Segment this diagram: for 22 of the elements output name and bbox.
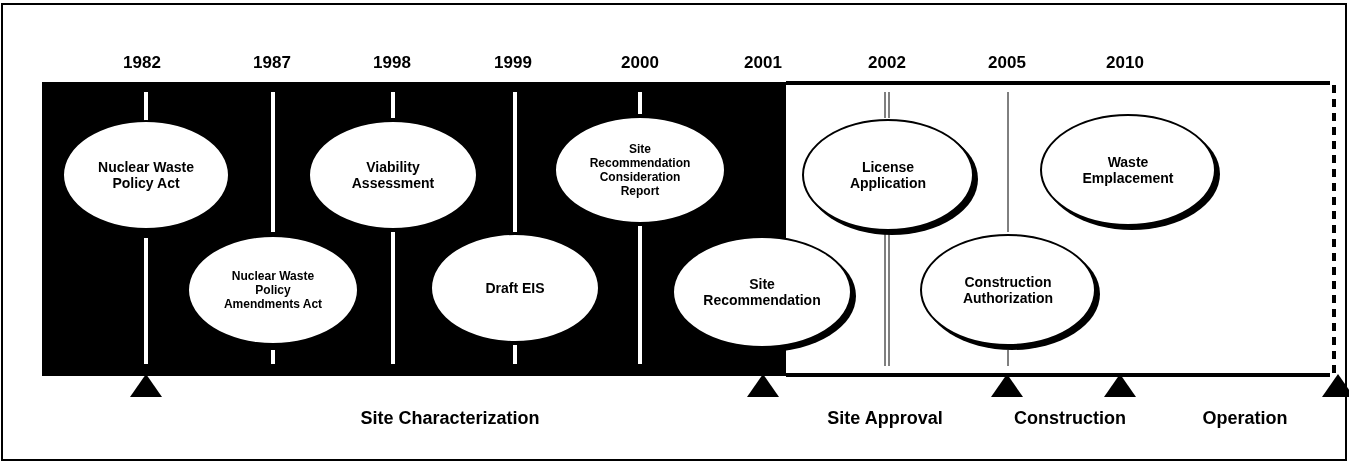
phase-label: Operation	[1202, 408, 1288, 429]
milestone-label: License Application	[848, 159, 928, 191]
milestone-label: Nuclear Waste Policy Amendments Act	[222, 269, 324, 311]
milestone-label: Site Recommendation Consideration Report	[588, 142, 692, 198]
year-label: 2010	[1106, 53, 1144, 73]
year-label: 2005	[988, 53, 1026, 73]
phase-label: Site Approval	[827, 408, 943, 429]
milestone-label: Draft EIS	[485, 280, 545, 296]
year-label: 2002	[868, 53, 906, 73]
year-label: 1999	[494, 53, 532, 73]
year-label: 2000	[621, 53, 659, 73]
phase-label: Site Characterization	[360, 408, 540, 429]
milestone-label: Construction Authorization	[961, 274, 1055, 306]
year-label: 1987	[253, 53, 291, 73]
year-label: 1982	[123, 53, 161, 73]
milestone-label: Site Recommendation	[702, 276, 822, 308]
milestone-label: Viability Assessment	[350, 159, 436, 191]
year-label: 1998	[373, 53, 411, 73]
milestone-label: Nuclear Waste Policy Act	[97, 159, 195, 191]
milestone-label: Waste Emplacement	[1081, 154, 1175, 186]
phase-label: Construction	[1014, 408, 1126, 429]
year-label: 2001	[744, 53, 782, 73]
